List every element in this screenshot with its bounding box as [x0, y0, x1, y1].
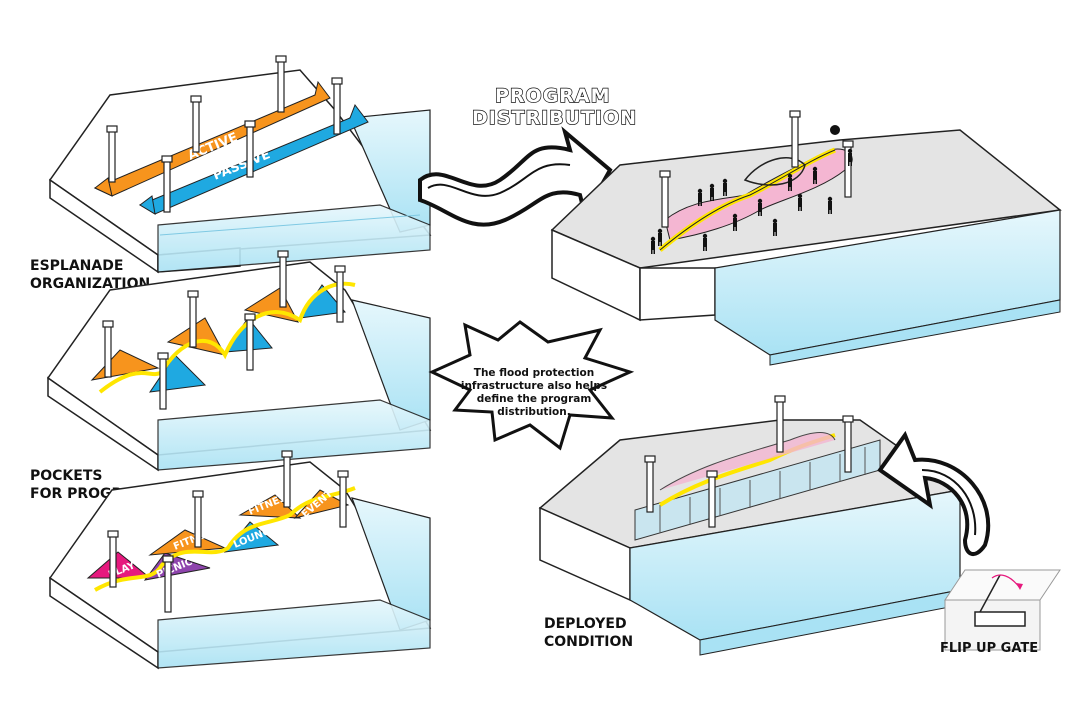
pockets-block [46, 250, 432, 472]
burst-callout-icon [428, 320, 635, 451]
flip-gate-label: FLIP UP GATE [940, 641, 1038, 656]
title-line2: DISTRIBUTION [472, 107, 637, 129]
deployed-label-line2: CONDITION [544, 634, 633, 650]
callout-line1: The flood protection [474, 367, 594, 379]
tree-icon [830, 125, 840, 135]
flip-arrow-icon [877, 430, 991, 556]
title-line1: PROGRAM [495, 85, 611, 107]
esplanade-label-line1: ESPLANADE [30, 258, 123, 274]
deployed-block [538, 395, 962, 656]
pockets-label-line1: POCKETS [30, 468, 102, 484]
callout-line3: define the program [477, 393, 592, 405]
distribution-block [550, 110, 1062, 366]
esplanade-block: ACTIVE PASSIVE [48, 55, 432, 274]
callout-line2: infrastructure also helps [461, 380, 607, 392]
deployed-label-line1: DEPLOYED [544, 616, 627, 632]
program-block: PLAY PICNIC FITNESS LOUNGE FITNESS EVENT [48, 450, 432, 670]
callout-line4: distribution. [497, 406, 570, 418]
flip-gate-icon [944, 569, 1061, 651]
